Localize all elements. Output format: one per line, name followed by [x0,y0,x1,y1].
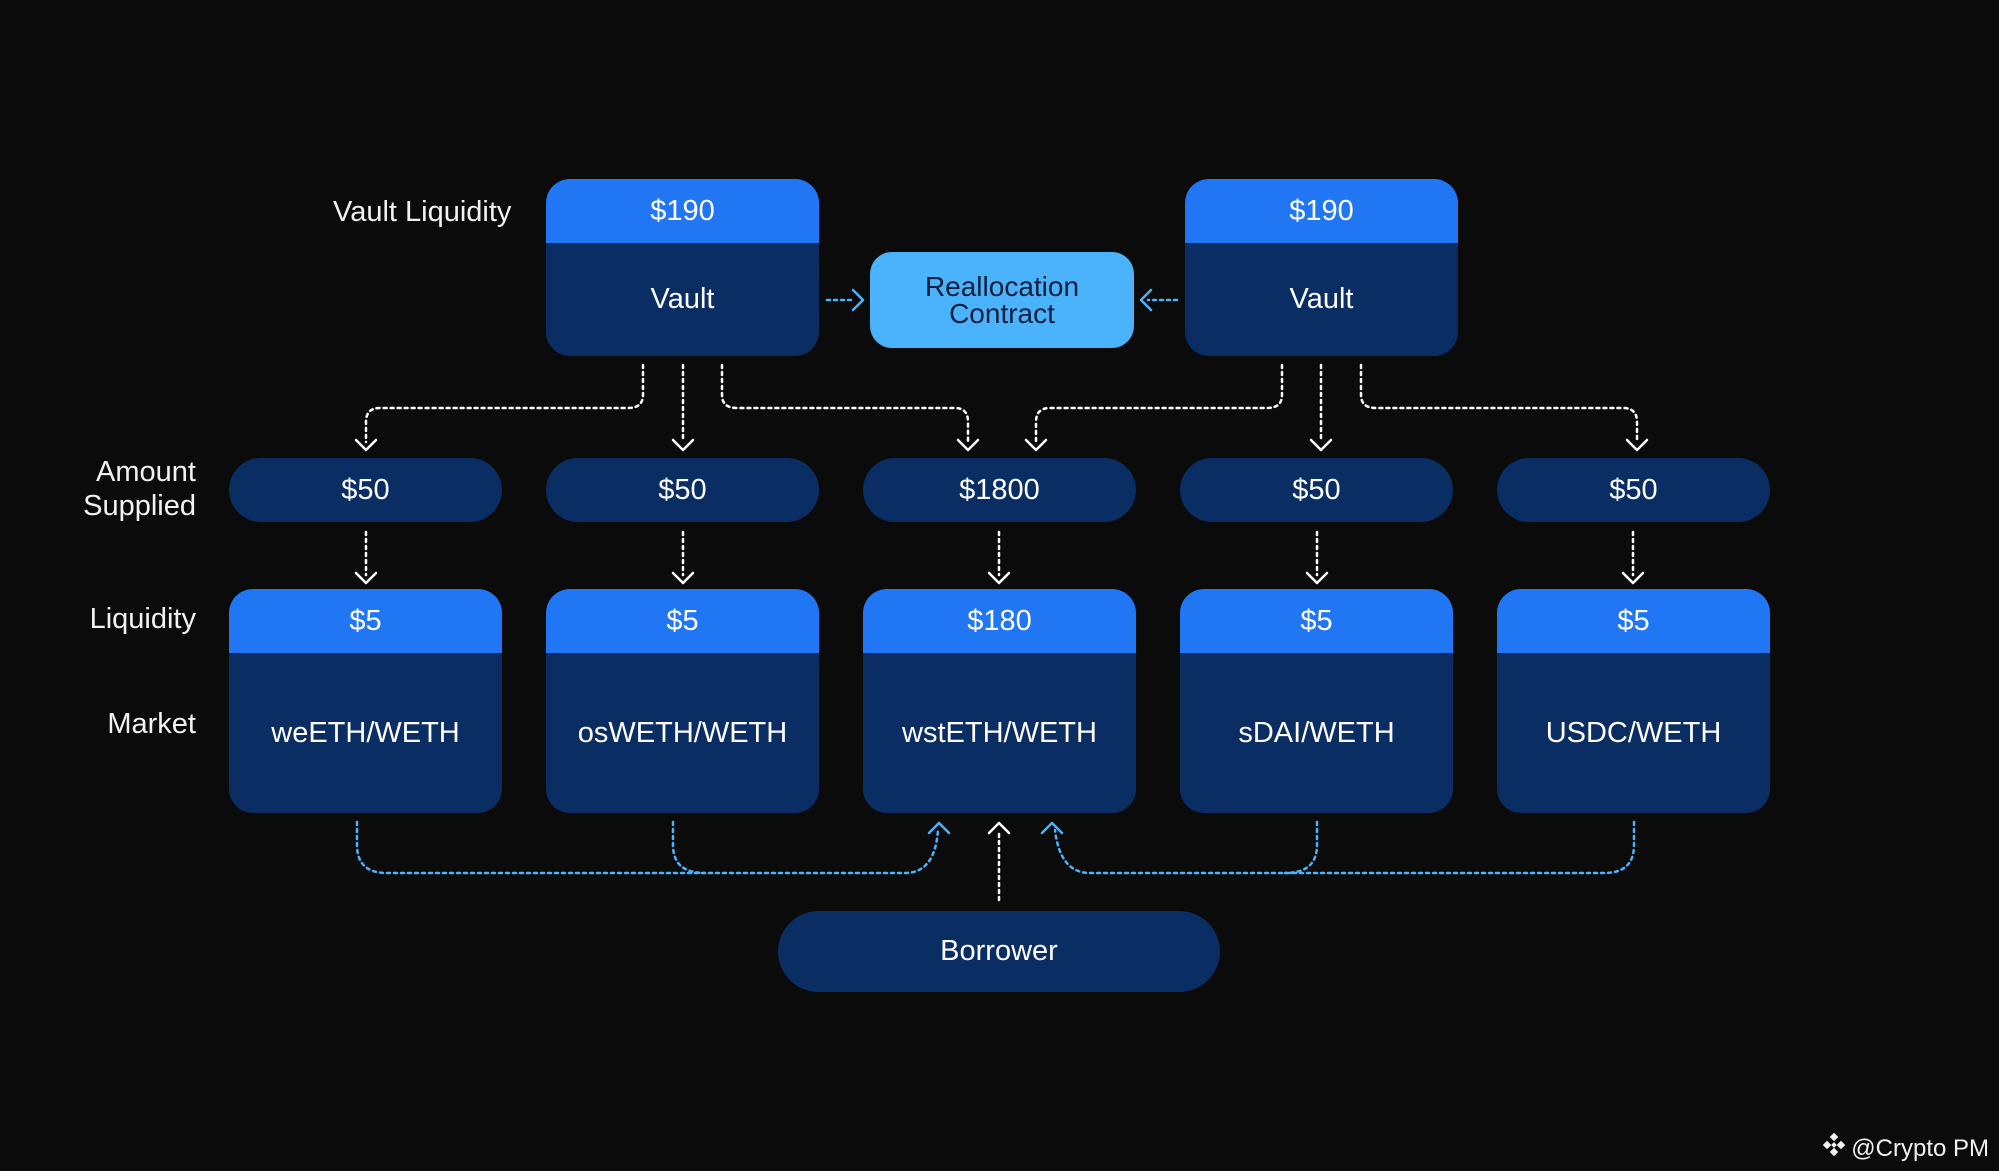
arrowhead [1305,571,1329,585]
arrowhead-blue [927,821,951,835]
arrowhead [987,821,1011,835]
market-card-weeth: $5 weETH/WETH [229,589,502,813]
binance-diamond-icon [1821,1132,1847,1165]
flow-vault2-to-wsteth [1034,363,1284,444]
market-name: USDC/WETH [1545,716,1722,749]
arrowhead [1621,571,1645,585]
label-vault-liquidity: Vault Liquidity [333,196,512,228]
watermark-text: @Crypto PM [1851,1134,1989,1162]
reallocation-contract: Reallocation Contract [870,252,1134,348]
supplied-pill-usdc: $50 [1497,458,1770,522]
market-liquidity-value: $5 [1497,589,1770,653]
supplied-pill-wsteth: $1800 [863,458,1136,522]
arrowhead [956,438,980,452]
arrowhead-blue [851,288,865,312]
arrowhead [671,571,695,585]
market-liquidity-value: $5 [1180,589,1453,653]
arrowhead [354,438,378,452]
market-liquidity-value: $5 [546,589,819,653]
flow-vault1-to-wsteth [720,363,970,444]
vault-name: Vault [650,283,715,315]
flow-sdai-to-wsteth [1283,820,1319,875]
arrowhead [671,438,695,452]
market-name: wstETH/WETH [902,716,1097,749]
vault-card-1: $190 Vault [546,179,819,356]
market-name: osWETH/WETH [577,716,788,749]
vault-card-2: $190 Vault [1185,179,1458,356]
borrower: Borrower [778,911,1220,992]
arrowhead-blue [1139,288,1153,312]
market-liquidity-value: $5 [229,589,502,653]
flow-vault1-to-weeth [364,363,645,444]
supplied-pill-weeth: $50 [229,458,502,522]
flow-vault2-to-usdc [1359,363,1639,444]
arrowhead [1309,438,1333,452]
arrowhead-blue [1040,821,1064,835]
flow-osweth-to-wsteth [671,820,707,875]
arrowhead [1024,438,1048,452]
flow-usdc-to-wsteth [1053,820,1636,875]
label-amount-supplied: Amount Supplied [83,456,196,522]
market-name: weETH/WETH [271,716,460,749]
market-card-wsteth: $180 wstETH/WETH [863,589,1136,813]
vault-liquidity-value: $190 [1185,179,1458,243]
watermark: @Crypto PM [1821,1132,1989,1165]
label-market: Market [107,708,196,740]
label-liquidity: Liquidity [89,603,196,635]
arrowhead [987,571,1011,585]
vault-liquidity-value: $190 [546,179,819,243]
arrowhead [1625,438,1649,452]
market-name: sDAI/WETH [1238,716,1395,749]
supplied-pill-sdai: $50 [1180,458,1453,522]
arrowhead [354,571,378,585]
market-liquidity-value: $180 [863,589,1136,653]
vault-name: Vault [1289,283,1354,315]
market-card-sdai: $5 sDAI/WETH [1180,589,1453,813]
market-card-usdc: $5 USDC/WETH [1497,589,1770,813]
market-card-osweth: $5 osWETH/WETH [546,589,819,813]
supplied-pill-osweth: $50 [546,458,819,522]
flow-weeth-to-wsteth [355,820,940,875]
